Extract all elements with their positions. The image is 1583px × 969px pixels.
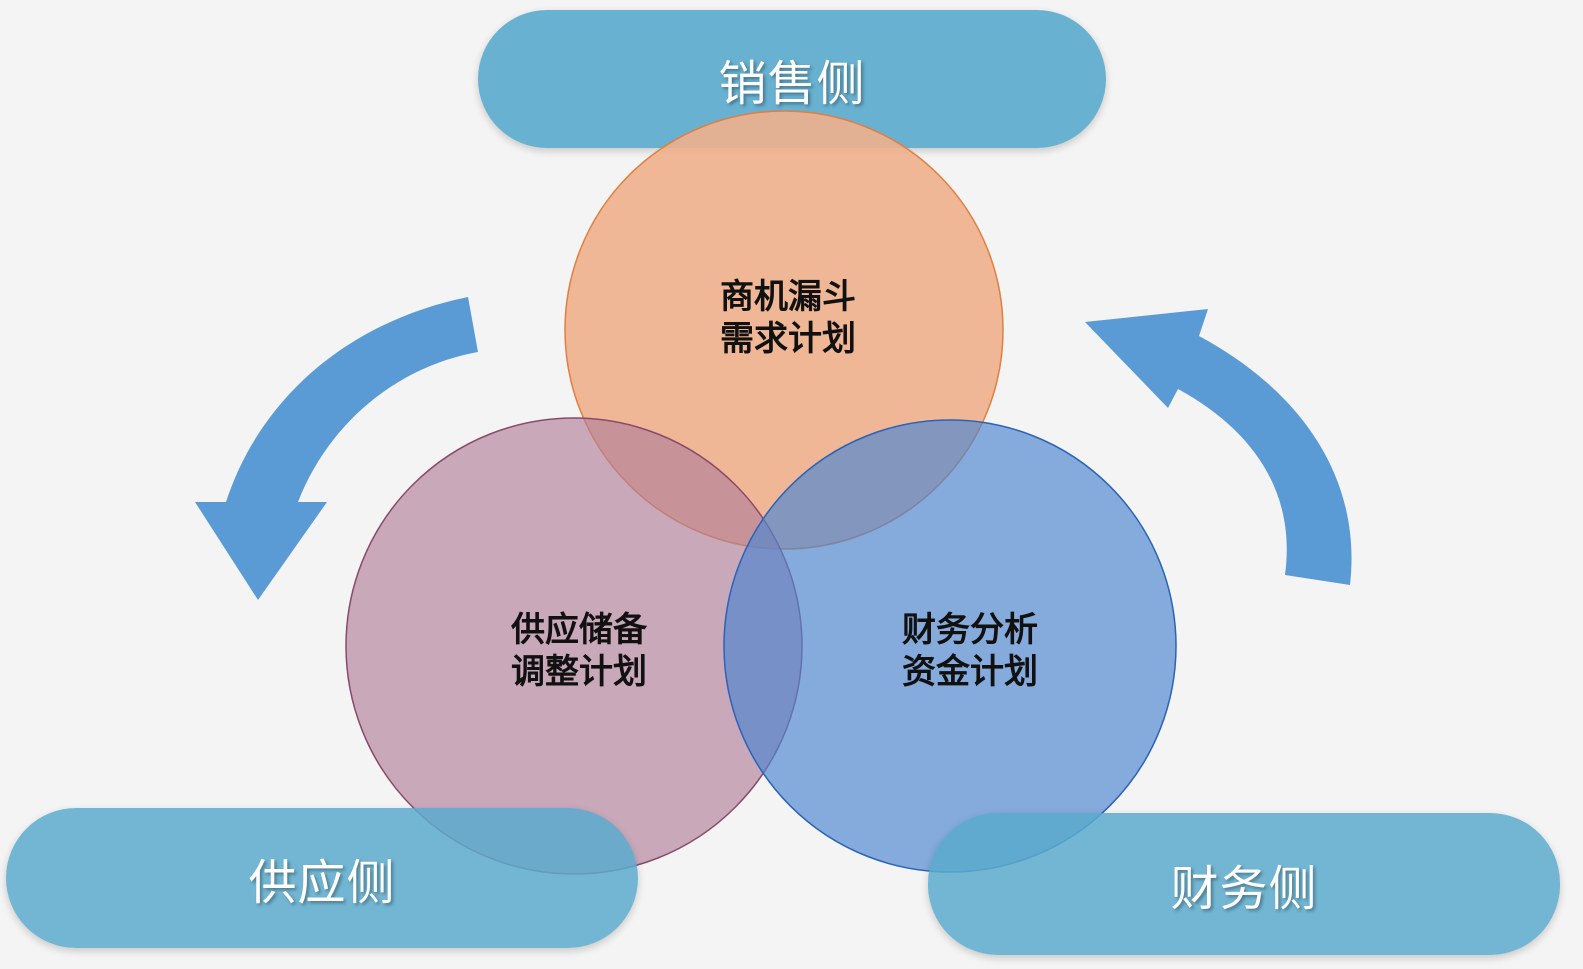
supply-circle-label: 供应储备 调整计划 bbox=[475, 609, 683, 693]
finance-side-label: 财务侧 bbox=[1170, 861, 1318, 917]
finance-side-pill: 财务侧 bbox=[928, 813, 1560, 955]
finance-line1: 财务分析 bbox=[902, 610, 1038, 650]
sales-side-label: 销售侧 bbox=[718, 56, 866, 112]
supply-line2: 调整计划 bbox=[511, 652, 647, 692]
demand-line2: 需求计划 bbox=[720, 319, 856, 359]
left-cycle-arrow bbox=[195, 297, 478, 600]
supply-side-pill: 供应侧 bbox=[6, 808, 638, 948]
right-cycle-arrow bbox=[1085, 309, 1352, 585]
supply-side-label: 供应侧 bbox=[248, 855, 396, 911]
supply-line1: 供应储备 bbox=[511, 610, 647, 650]
finance-circle-label: 财务分析 资金计划 bbox=[866, 609, 1074, 693]
demand-line1: 商机漏斗 bbox=[720, 277, 856, 317]
demand-circle-label: 商机漏斗 需求计划 bbox=[684, 276, 892, 360]
finance-line2: 资金计划 bbox=[902, 652, 1038, 692]
